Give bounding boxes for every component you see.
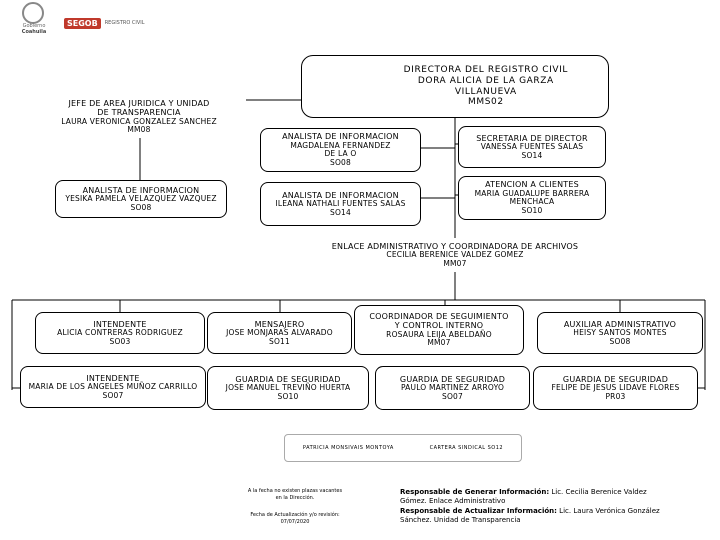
guardia-jose-title: GUARDIA DE SEGURIDAD [235, 374, 341, 384]
guardia-felipe-title: GUARDIA DE SEGURIDAD [562, 374, 669, 384]
guardia-paulo-name: PAULO MARTINEZ ARROYO [400, 382, 505, 392]
analista-yesika-name: YESIKA PAMELA VELAZQUEZ VAZQUEZ [65, 193, 217, 203]
segob-logo: SEGOB REGISTRO CIVIL [64, 14, 182, 32]
secretaria-title: SECRETARIA DE DIRECTOR [476, 133, 588, 143]
enlace-title: ENLACE ADMINISTRATIVO Y COORDINADORA DE … [331, 241, 579, 251]
jefe-code: MM08 [127, 125, 151, 135]
resp-actualizar-value-2: Sánchez. Unidad de Transparencia [400, 516, 521, 525]
analista-magdalena-name-2: DE LA O [324, 149, 357, 159]
resp-generar-value-2: Gómez. Enlace Administrativo [400, 497, 506, 506]
coordinador-seguimiento-box: COORDINADOR DE SEGUIMIENTO Y CONTROL INT… [354, 305, 524, 355]
jefe-title-1: JEFE DE AREA JURIDICA Y UNIDAD [68, 99, 210, 109]
analista-ileana-name: ILEANA NATHALI FUENTES SALAS [275, 198, 406, 208]
coordinador-code: MM07 [427, 338, 451, 348]
footnote: A la fecha no existen plazas vacantes en… [222, 488, 368, 526]
coahuila-logo: Gobierno Coahuila [8, 2, 60, 48]
resp-actualizar-label: Responsable de Actualizar Información: [400, 506, 557, 515]
guardia-jose-name: JOSE MANUEL TREVIÑO HUERTA [225, 382, 351, 392]
analista-magdalena-code: SO08 [329, 157, 351, 167]
resp-generar-value-1: Lic. Cecilia Berenice Valdez [549, 488, 647, 496]
auxiliar-administrativo-box: AUXILIAR ADMINISTRATIVO HEISY SANTOS MON… [537, 312, 703, 354]
intendente-maria-code: SO07 [102, 390, 124, 400]
sindical-box: PATRICIA MONSIVAIS MONTOYA CARTERA SINDI… [284, 434, 522, 462]
guardia-jose-box: GUARDIA DE SEGURIDAD JOSE MANUEL TREVIÑO… [207, 366, 369, 410]
director-box: DIRECTORA DEL REGISTRO CIVIL DORA ALICIA… [301, 55, 609, 118]
director-title: DIRECTORA DEL REGISTRO CIVIL [403, 64, 568, 75]
enlace-administrativo-box: ENLACE ADMINISTRATIVO Y COORDINADORA DE … [305, 238, 605, 272]
guardia-felipe-name: FELIPE DE JESUS LIDAVE FLORES [551, 382, 680, 392]
intendente-alicia-code: SO03 [109, 336, 131, 346]
analista-yesika-code: SO08 [130, 202, 152, 212]
footnote-line-1: A la fecha no existen plazas vacantes [247, 488, 343, 494]
secretaria-code: SO14 [521, 150, 543, 160]
intendente-alicia-box: INTENDENTE ALICIA CONTRERAS RODRIGUEZ SO… [35, 312, 205, 354]
mensajero-name: JOSE MONJARAS ALVARADO [226, 327, 333, 337]
jefe-title-2: DE TRANSPARENCIA [97, 108, 181, 118]
coordinador-title-2: Y CONTROL INTERNO [394, 321, 484, 331]
jefe-juridica-box: JEFE DE AREA JURIDICA Y UNIDAD DE TRANSP… [32, 96, 246, 138]
guardia-jose-code: SO10 [277, 391, 299, 401]
mensajero-box: MENSAJERO JOSE MONJARAS ALVARADO SO11 [207, 312, 352, 354]
enlace-code: MM07 [443, 258, 467, 268]
resp-actualizar-value-1: Lic. Laura Verónica González [556, 506, 660, 515]
guardia-felipe-code: PR03 [605, 391, 626, 401]
footnote-line-3: Fecha de Actualización y/o revisión: [250, 512, 340, 518]
analista-ileana-box: ANALISTA DE INFORMACION ILEANA NATHALI F… [260, 182, 421, 226]
analista-magdalena-title: ANALISTA DE INFORMACION [282, 132, 399, 142]
responsables-block: Responsable de Generar Información: Lic.… [400, 488, 712, 526]
mensajero-title: MENSAJERO [254, 319, 305, 329]
guardia-paulo-title: GUARDIA DE SEGURIDAD [399, 374, 506, 384]
sindical-label: CARTERA SINDICAL SO12 [429, 445, 504, 451]
registro-label: REGISTRO CIVIL [104, 20, 145, 26]
jefe-name: LAURA VERONICA GONZALEZ SANCHEZ [61, 116, 217, 126]
auxiliar-code: SO08 [609, 336, 631, 346]
footnote-line-2: en la Dirección. [275, 495, 315, 501]
guardia-paulo-box: GUARDIA DE SEGURIDAD PAULO MARTINEZ ARRO… [375, 366, 530, 410]
intendente-maria-name: MARIA DE LOS ANGELES MUÑOZ CARRILLO [28, 381, 198, 391]
atencion-title: ATENCION A CLIENTES [485, 180, 579, 190]
mensajero-code: SO11 [268, 336, 290, 346]
secretaria-box: SECRETARIA DE DIRECTOR VANESSA FUENTES S… [458, 126, 606, 168]
analista-ileana-code: SO14 [329, 207, 351, 217]
atencion-clientes-box: ATENCION A CLIENTES MARIA GUADALUPE BARR… [458, 176, 606, 220]
intendente-maria-title: INTENDENTE [86, 373, 140, 383]
intendente-maria-box: INTENDENTE MARIA DE LOS ANGELES MUÑOZ CA… [20, 366, 206, 408]
segob-label: SEGOB [64, 17, 101, 29]
resp-generar-label: Responsable de Generar Información: [400, 488, 550, 496]
director-name-2: VILLANUEVA [454, 86, 517, 97]
analista-magdalena-box: ANALISTA DE INFORMACION MAGDALENA FERNAN… [260, 128, 421, 172]
coordinador-name: ROSAURA LEIJA ABELDAÑO [386, 329, 492, 339]
intendente-alicia-name: ALICIA CONTRERAS RODRIGUEZ [57, 327, 183, 337]
auxiliar-title: AUXILIAR ADMINISTRATIVO [563, 319, 677, 329]
auxiliar-name: HEISY SANTOS MONTES [573, 327, 667, 337]
analista-magdalena-name-1: MAGDALENA FERNANDEZ [290, 140, 391, 150]
secretaria-name: VANESSA FUENTES SALAS [480, 141, 584, 151]
sindical-name: PATRICIA MONSIVAIS MONTOYA [302, 445, 394, 451]
analista-yesika-box: ANALISTA DE INFORMACION YESIKA PAMELA VE… [55, 180, 227, 218]
guardia-paulo-code: SO07 [441, 391, 463, 401]
atencion-name-1: MARIA GUADALUPE BARRERA [474, 188, 590, 198]
enlace-name: CECILIA BERENICE VALDEZ GOMEZ [386, 249, 524, 259]
atencion-code: SO10 [521, 205, 543, 215]
guardia-felipe-box: GUARDIA DE SEGURIDAD FELIPE DE JESUS LID… [533, 366, 698, 410]
coordinador-title-1: COORDINADOR DE SEGUIMIENTO [369, 312, 509, 322]
intendente-alicia-title: INTENDENTE [93, 319, 147, 329]
analista-yesika-title: ANALISTA DE INFORMACION [82, 185, 200, 195]
atencion-name-2: MENCHACA [509, 197, 555, 207]
director-name-1: DORA ALICIA DE LA GARZA [417, 75, 554, 86]
analista-ileana-title: ANALISTA DE INFORMACION [282, 190, 399, 200]
footnote-line-4: 07/07/2020 [280, 519, 310, 525]
director-code: MMS02 [467, 97, 504, 108]
